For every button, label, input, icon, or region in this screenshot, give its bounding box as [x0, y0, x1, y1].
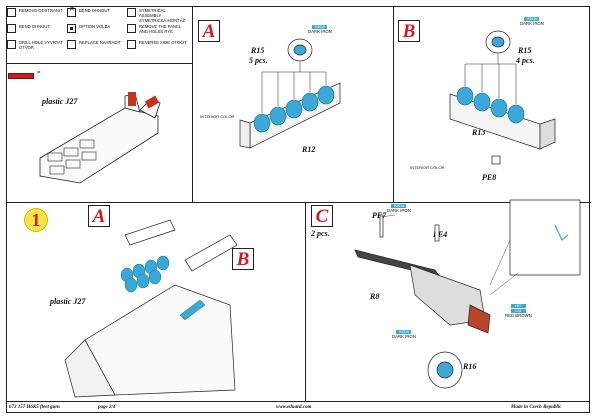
red-part-swatch	[8, 73, 34, 79]
part-r15-label: R15	[251, 46, 265, 55]
red-brown-label: RED BROWN	[505, 313, 532, 318]
part-r12-label: R12	[302, 145, 316, 154]
footer: 673 157 H6K5 fleet guns page 2/4 www.edu…	[6, 401, 590, 413]
part-pe4-label: PE4	[433, 230, 448, 239]
red-brown-tag: H47 C41 RED BROWN	[505, 304, 532, 318]
part-r16-label: R16	[463, 362, 477, 371]
divider	[305, 202, 306, 402]
legend-item: SYMETRICAL ASSEMBLY SYMETRICKÁ MONTÁŽ	[127, 8, 187, 23]
dark-iron-tag: H2816 DARK IRON	[387, 204, 411, 213]
panel-a-drawing	[239, 38, 341, 149]
interior-color-label: INTERIOR COLOR	[200, 114, 235, 119]
dark-iron-code: H2816	[312, 25, 328, 29]
legend-text: OPTION VOLBA	[79, 24, 111, 29]
dark-iron-label: DARK IRON	[392, 334, 416, 339]
dark-iron-tag: H2816 DARK IRON	[392, 330, 416, 339]
part-r15-label: R15	[518, 46, 532, 55]
dark-iron-label: DARK IRON	[520, 21, 544, 26]
bend-carefully-icon	[7, 24, 16, 33]
red-brown-code: H47	[510, 304, 526, 308]
reverse-side-icon	[127, 40, 136, 49]
panel-c-drawing	[354, 199, 581, 389]
legend-text: BEND OHNOUT	[19, 24, 50, 29]
plastic-j27-drawing	[39, 92, 161, 184]
legend-text: REPLACE NAHRADIT	[79, 40, 122, 45]
origin-label: Made in Czech Republic	[511, 405, 562, 410]
option-icon	[67, 24, 76, 33]
legend-item: OPTION VOLBA	[67, 24, 127, 33]
dark-iron-tag: H2816 DARK IRON	[520, 17, 544, 26]
quantity-label: 2 pcs.	[311, 229, 330, 238]
panel-b-letter: B	[398, 20, 420, 42]
dark-iron-code: H2816	[524, 17, 540, 21]
website-link[interactable]: www.eduard.com	[276, 405, 312, 410]
legend-item: REVERSE SIDE OTOČIT	[127, 40, 187, 49]
panel-a-letter: A	[88, 205, 110, 227]
remove-panel-icon	[127, 24, 136, 33]
part-pe8-label: PE8	[482, 173, 497, 182]
legend-item: DRILL HOLE VYVRTAT OTVOR	[7, 40, 67, 50]
legend-text: BEND OHNOUT	[79, 8, 110, 13]
replace-icon	[67, 40, 76, 49]
step-number-badge: 1	[24, 208, 48, 232]
legend-text: REMOVE THE PANEL AND HOLES RYE	[139, 24, 182, 34]
panel-b-drawing	[449, 30, 556, 165]
legend-text: DRILL HOLE VYVRTAT OTVOR	[19, 40, 63, 50]
page-number: page 2/4	[98, 405, 116, 410]
red-brown-code: C41	[510, 309, 526, 313]
step1-drawing	[64, 219, 238, 398]
divider	[7, 202, 591, 203]
legend-item: REPLACE NAHRADIT	[67, 40, 127, 49]
dark-iron-code: H2816	[396, 330, 412, 334]
divider	[192, 7, 193, 202]
remove-icon	[7, 8, 16, 17]
part-r8-label: R8	[370, 292, 380, 301]
divider	[7, 63, 192, 64]
dark-iron-label: DARK IRON	[308, 29, 332, 34]
legend-item: REMOVE THE PANEL AND HOLES RYE	[127, 24, 187, 34]
panel-c-letter: C	[311, 205, 333, 227]
red-part-symbol: =	[37, 70, 41, 76]
legend-item: BEND OHNOUT	[7, 24, 67, 33]
quantity-label: 4 pcs.	[516, 56, 535, 65]
legend-item: REMOVE ODSTRANIT	[7, 8, 67, 17]
part-r13-label: R13	[472, 128, 486, 137]
dark-iron-tag: H2816 DARK IRON	[308, 25, 332, 34]
legend-item: BEND OHNOUT	[67, 7, 127, 17]
panel-a-letter: A	[198, 20, 220, 42]
dark-iron-code: H2816	[391, 204, 407, 208]
plastic-part-label: plastic J27	[50, 297, 86, 306]
legend-text: REVERSE SIDE OTOČIT	[139, 40, 187, 45]
plastic-part-label: plastic J27	[42, 97, 78, 106]
interior-color-label: INTERIOR COLOR	[410, 165, 445, 170]
legend-text: SYMETRICAL ASSEMBLY SYMETRICKÁ MONTÁŽ	[139, 8, 186, 23]
quantity-label: 5 pcs.	[249, 56, 268, 65]
panel-b-letter: B	[232, 248, 254, 270]
legend-text: REMOVE ODSTRANIT	[19, 8, 63, 13]
bend-icon	[67, 7, 76, 17]
instruction-sheet	[6, 6, 591, 413]
dark-iron-label: DARK IRON	[387, 208, 411, 213]
divider	[393, 7, 394, 202]
symmetrical-assembly-icon	[127, 8, 136, 17]
kit-code: 673 157 H6K5 fleet guns	[9, 405, 61, 410]
drill-hole-icon	[7, 40, 16, 49]
part-pe7-label: PE7	[372, 211, 387, 220]
